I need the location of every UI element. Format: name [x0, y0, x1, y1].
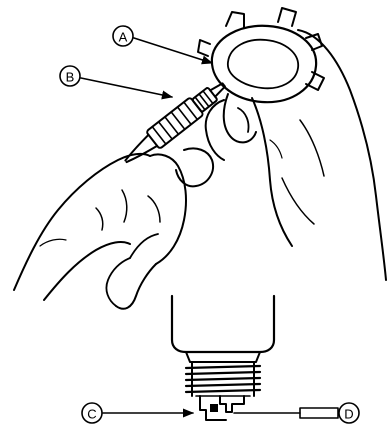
- callout-a: A: [113, 26, 212, 63]
- spark-plug-detail: [172, 296, 274, 420]
- callout-d: D: [234, 403, 359, 423]
- right-hand-illustration: [198, 8, 386, 280]
- callout-b: B: [60, 66, 172, 97]
- callout-d-label: D: [344, 407, 353, 422]
- spark-plug-held: [119, 76, 230, 170]
- callout-b-label: B: [66, 70, 75, 85]
- callout-a-label: A: [119, 30, 128, 45]
- callout-c: C: [82, 403, 193, 423]
- socket-wrench: [198, 8, 324, 102]
- left-hand-illustration: [14, 148, 213, 308]
- callout-c-label: C: [87, 407, 96, 422]
- thread-section: [186, 362, 260, 396]
